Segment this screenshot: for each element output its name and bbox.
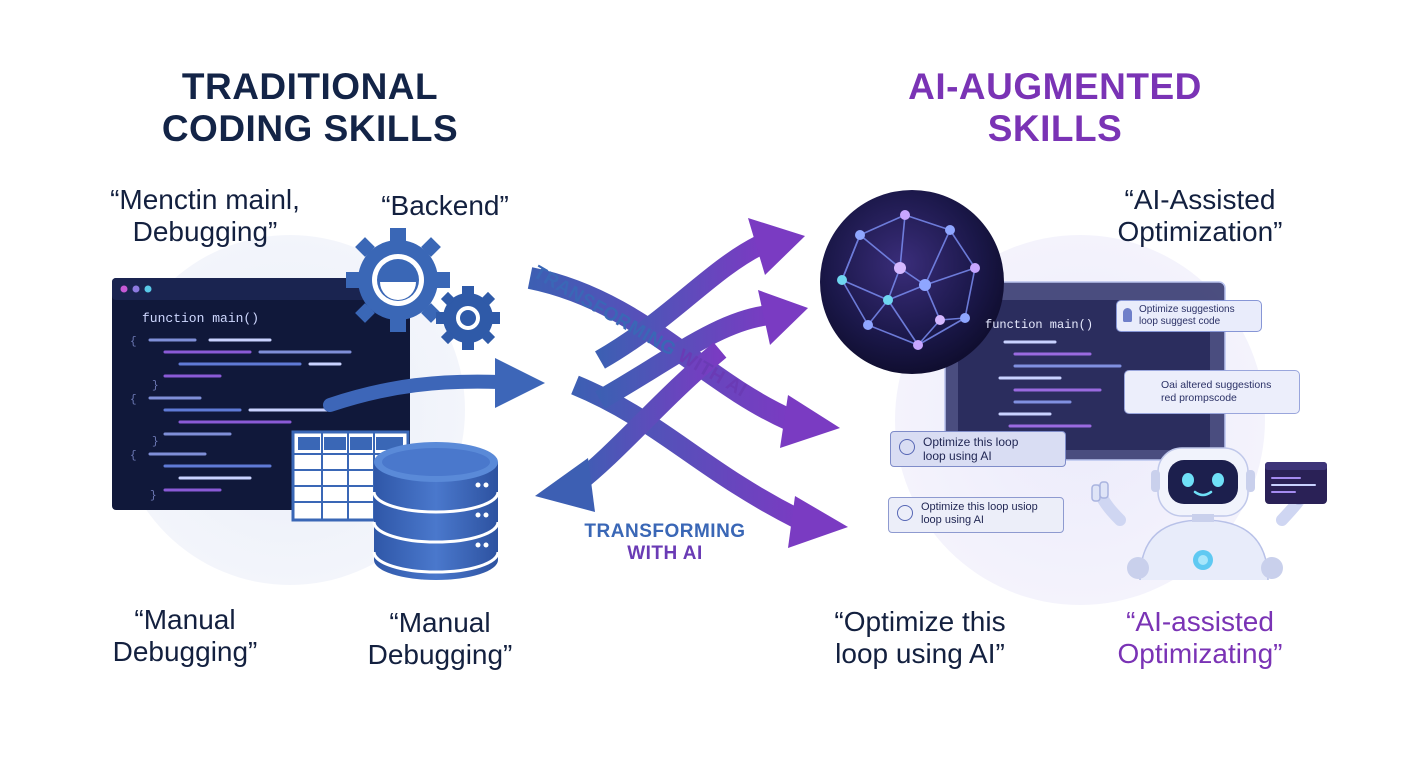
right-glow [895,235,1265,605]
svg-text:}: } [150,490,157,502]
quote-manual-left-line2: Debugging” [112,635,258,667]
transform-label-bottom-line1: TRANSFORMING [584,521,746,542]
quote-ai-assisted-line2: Optimization” [1117,215,1283,247]
chat-bubble-b: Optimize this loop usiop loop using AI [888,497,1064,533]
svg-text:{: { [130,336,137,348]
suggestion-bubble-top-line2: loop suggest code [1139,316,1221,327]
right-heading-line2: SKILLS [987,108,1123,150]
left-heading: TRADITIONAL CODING SKILLS [120,66,500,150]
quote-optimizating-line2: Optimizating” [1117,637,1283,669]
chat-bubble-a: Optimize this loop loop using AI [890,431,1066,467]
quote-manual-debugging-center: “Manual Debugging” [325,607,555,671]
quote-backend: “Backend” [381,190,509,221]
gear-icon [346,228,450,332]
user-icon [897,505,913,521]
editor-arrow [323,358,545,412]
chat-bubble-b-line1: Optimize this loop usiop [921,501,1038,513]
chat-bubble-a-line1: Optimize this loop [923,435,1019,449]
suggestion-bubble-mid: Oai altered suggestions red prompscode [1124,370,1300,414]
window-dot-icon [132,285,140,293]
bulb-icon [1123,308,1132,322]
quote-manual-center-line1: “Manual [389,607,491,638]
quote-ai-assisted-optimizating: “AI-assisted Optimizating” [1080,606,1320,670]
suggestion-bubble-top-line1: Optimize suggestions [1139,304,1235,315]
svg-text:}: } [152,436,159,448]
transform-arrows [527,218,848,548]
gear-icon [436,286,500,350]
editor-code-text: function main() [142,311,259,326]
quote-menctin-line1: “Menctin mainl, [110,184,300,215]
right-heading-line1: AI-AUGMENTED [908,66,1202,107]
svg-text:{: { [130,394,137,406]
window-dot-icon [144,285,152,293]
left-heading-line1: TRADITIONAL [181,66,439,107]
window-dot-icon [120,285,128,293]
chat-bubble-b-line2: loop using AI [921,514,984,527]
quote-menctin-debugging: “Menctin mainl, Debugging” [70,184,340,248]
suggestion-bubble-mid-line1: Oai altered suggestions [1161,379,1272,391]
left-heading-line2: CODING SKILLS [161,108,459,150]
svg-text:}: } [152,380,159,392]
quote-optimize-line2: loop using AI” [835,637,1005,669]
quote-optimizating-line1: “AI-assisted [1126,606,1274,637]
database-icon [372,442,500,580]
transform-label-bottom: TRANSFORMING WITH AI [560,521,770,564]
quote-menctin-line2: Debugging” [132,215,278,247]
transform-label-bottom-line2: WITH AI [627,542,703,564]
suggestion-bubble-top: Optimize suggestions loop suggest code [1116,300,1262,332]
quote-ai-assisted-line1: “AI-Assisted [1124,184,1276,215]
quote-ai-assisted-optimization: “AI-Assisted Optimization” [1065,184,1335,248]
quote-manual-debugging-left: “Manual Debugging” [70,604,300,668]
quote-optimize-line1: “Optimize this [834,606,1006,637]
quote-manual-center-line2: Debugging” [367,638,513,670]
right-heading: AI-AUGMENTED SKILLS [860,66,1250,150]
ai-editor-code-text: function main() [985,318,1094,332]
quote-optimize-loop: “Optimize this loop using AI” [795,606,1045,670]
quote-manual-left-line1: “Manual [134,604,236,635]
user-icon [899,439,915,455]
suggestion-bubble-mid-line2: red prompscode [1161,392,1237,405]
svg-text:{: { [130,450,137,462]
chat-bubble-a-line2: loop using AI [923,449,992,464]
